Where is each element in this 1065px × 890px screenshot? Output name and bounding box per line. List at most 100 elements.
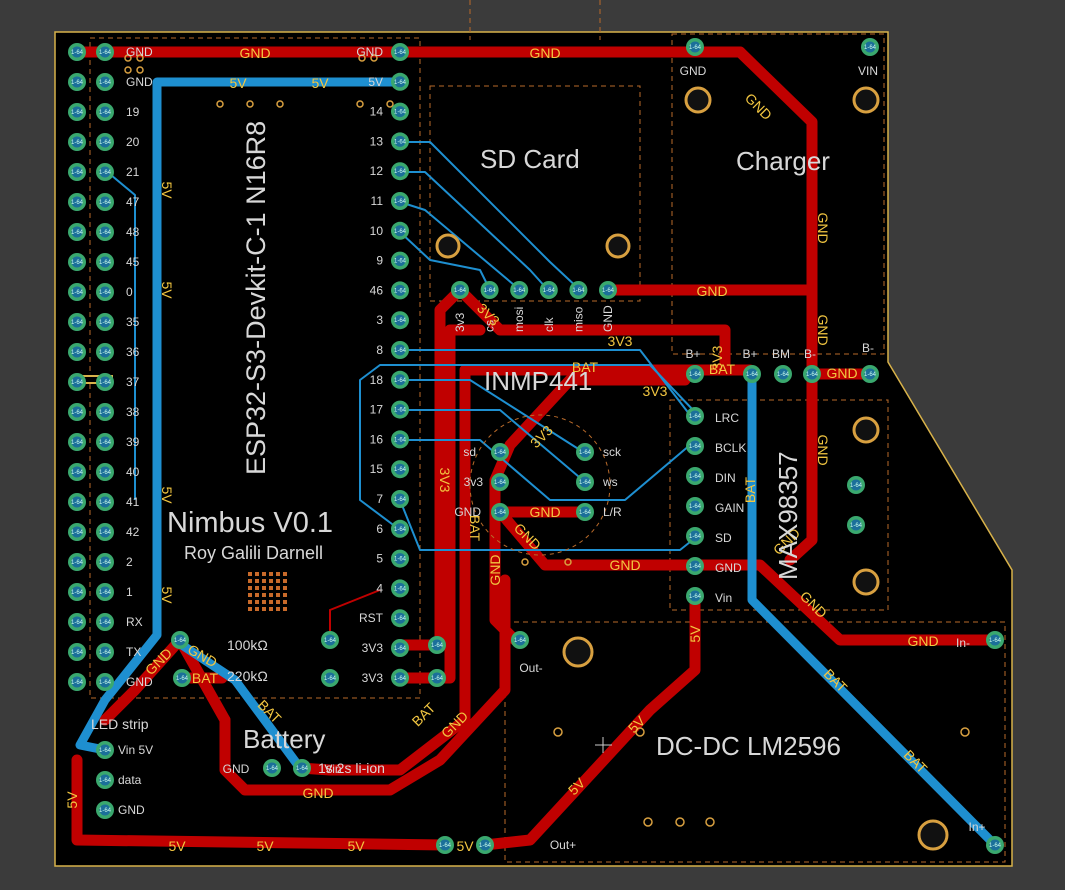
esp-left-pad-GND[interactable]: 1-64 (96, 43, 114, 61)
amp-pad-BCLK[interactable]: 1-64 (686, 437, 704, 455)
esp-right-pad-15[interactable]: 1-64 (391, 460, 409, 479)
esp-left-pad-outer[interactable]: 1-64 (68, 433, 86, 451)
esp-left-pad-outer[interactable]: 1-64 (68, 643, 86, 661)
r2-pad-b[interactable]: 1-64 (321, 669, 339, 687)
esp-left-pad-outer[interactable]: 1-64 (68, 613, 86, 631)
sd-pad-miso[interactable]: 1-64 (569, 281, 588, 299)
esp-left-pad-outer[interactable]: 1-64 (68, 133, 86, 151)
esp-left-pad-outer[interactable]: 1-64 (68, 223, 86, 241)
amp-extra-pad-2[interactable]: 1-64 (847, 516, 865, 534)
sd-pad-clk[interactable]: 1-64 (539, 281, 558, 299)
mic-pad-lr[interactable]: 1-64 (576, 503, 594, 521)
esp-left-pad-1[interactable]: 1-64 (96, 583, 114, 601)
charger-pad-gnd[interactable]: 1-64 (686, 38, 704, 56)
esp-left-pad-outer[interactable]: 1-64 (68, 253, 86, 271)
esp-left-pad-47[interactable]: 1-64 (96, 193, 114, 211)
esp-left-pad-41[interactable]: 1-64 (96, 493, 114, 511)
esp-left-pad-19[interactable]: 1-64 (96, 103, 114, 121)
esp-right-pad-4[interactable]: 1-64 (391, 579, 409, 598)
led-pad-0[interactable]: 1-64 (96, 741, 114, 759)
esp-left-pad-outer[interactable]: 1-64 (68, 343, 86, 361)
esp-right-pad-14[interactable]: 1-64 (391, 102, 409, 121)
dcdc-pad-in-plus[interactable]: 1-64 (986, 836, 1004, 854)
esp-left-pad-RX[interactable]: 1-64 (96, 613, 114, 631)
esp-right-pad-13[interactable]: 1-64 (391, 132, 409, 151)
amp-extra-pad-1[interactable]: 1-64 (847, 476, 865, 494)
esp-right-pad-12[interactable]: 1-64 (391, 162, 409, 181)
amp-pad-GAIN[interactable]: 1-64 (686, 497, 704, 515)
esp-right-pad-8[interactable]: 1-64 (391, 341, 409, 359)
esp-left-pad-outer[interactable]: 1-64 (68, 493, 86, 511)
sd-pad-cs[interactable]: 1-64 (480, 281, 499, 299)
sd-pad-GND[interactable]: 1-64 (599, 281, 617, 299)
r2-pad-a[interactable]: 1-64 (173, 669, 191, 687)
esp-left-pad-38[interactable]: 1-64 (96, 403, 114, 421)
esp-3v3-pad-a[interactable]: 1-64 (428, 636, 446, 654)
esp-left-pad-outer[interactable]: 1-64 (68, 523, 86, 541)
esp-left-pad-outer[interactable]: 1-64 (68, 583, 86, 601)
r1-pad-a[interactable]: 1-64 (171, 631, 189, 649)
esp-left-pad-outer[interactable]: 1-64 (68, 193, 86, 211)
esp-right-pad-GND[interactable]: 1-64 (391, 43, 409, 61)
esp-left-pad-outer[interactable]: 1-64 (68, 553, 86, 571)
sd-pad-3v3[interactable]: 1-64 (451, 281, 469, 299)
esp-left-pad-GND[interactable]: 1-64 (96, 673, 114, 691)
esp-left-pad-45[interactable]: 1-64 (96, 253, 114, 271)
esp-right-pad-RST[interactable]: 1-64 (391, 609, 409, 628)
charger-pad-0[interactable]: 1-64 (686, 365, 704, 383)
sd-pad-mosi[interactable]: 1-64 (510, 281, 529, 299)
mic-pad-sd[interactable]: 1-64 (491, 443, 509, 461)
esp-left-pad-GND[interactable]: 1-64 (96, 73, 114, 91)
esp-right-pad-7[interactable]: 1-64 (391, 490, 409, 508)
dcdc-pad-out-plus-b[interactable]: 1-64 (476, 836, 494, 854)
charger-pad-3[interactable]: 1-64 (803, 365, 821, 383)
esp-right-pad-6[interactable]: 1-64 (391, 519, 409, 538)
esp-right-pad-46[interactable]: 1-64 (391, 281, 409, 300)
esp-right-pad-10[interactable]: 1-64 (391, 221, 409, 240)
esp-left-pad-outer[interactable]: 1-64 (68, 43, 86, 61)
charger-pad-4[interactable]: 1-64 (861, 365, 879, 383)
battery-pad-vin[interactable]: 1-64 (293, 759, 311, 777)
esp-left-pad-35[interactable]: 1-64 (96, 313, 114, 331)
mic-pad-ws[interactable]: 1-64 (576, 473, 594, 491)
esp-left-pad-TX[interactable]: 1-64 (96, 643, 114, 661)
esp-left-pad-48[interactable]: 1-64 (96, 223, 114, 241)
amp-pad-Vin[interactable]: 1-64 (686, 587, 704, 605)
esp-left-pad-40[interactable]: 1-64 (96, 463, 114, 481)
esp-right-pad-3[interactable]: 1-64 (391, 311, 409, 330)
esp-left-pad-outer[interactable]: 1-64 (68, 163, 86, 181)
charger-pad-1[interactable]: 1-64 (743, 365, 761, 383)
esp-left-pad-outer[interactable]: 1-64 (68, 283, 86, 301)
esp-left-pad-37[interactable]: 1-64 (96, 373, 114, 391)
esp-left-pad-20[interactable]: 1-64 (96, 133, 114, 151)
esp-right-pad-11[interactable]: 1-64 (391, 192, 409, 210)
dcdc-pad-in-minus[interactable]: 1-64 (986, 631, 1004, 649)
esp-right-pad-16[interactable]: 1-64 (391, 430, 409, 449)
esp-left-pad-0[interactable]: 1-64 (96, 283, 114, 301)
esp-left-pad-outer[interactable]: 1-64 (68, 373, 86, 391)
led-pad-1[interactable]: 1-64 (96, 771, 114, 789)
esp-left-pad-outer[interactable]: 1-64 (68, 313, 86, 331)
esp-right-pad-5[interactable]: 1-64 (391, 549, 409, 568)
amp-pad-GND[interactable]: 1-64 (686, 557, 704, 575)
mic-pad-gnd[interactable]: 1-64 (491, 503, 509, 521)
esp-right-pad-17[interactable]: 1-64 (391, 400, 409, 419)
amp-pad-SD[interactable]: 1-64 (686, 527, 704, 545)
esp-right-pad-9[interactable]: 1-64 (391, 251, 409, 270)
charger-pad-2[interactable]: 1-64 (774, 365, 792, 383)
dcdc-pad-out-minus[interactable]: 1-64 (511, 631, 529, 649)
esp-right-pad-3V3[interactable]: 1-64 (391, 668, 409, 687)
esp-left-pad-outer[interactable]: 1-64 (68, 463, 86, 481)
mic-pad-3v3[interactable]: 1-64 (491, 473, 509, 491)
r1-pad-b[interactable]: 1-64 (321, 631, 339, 649)
esp-left-pad-2[interactable]: 1-64 (96, 553, 114, 571)
charger-pad-vin[interactable]: 1-64 (861, 38, 879, 56)
esp-left-pad-outer[interactable]: 1-64 (68, 73, 86, 91)
dcdc-pad-out-plus-a[interactable]: 1-64 (436, 836, 454, 854)
esp-left-pad-42[interactable]: 1-64 (96, 523, 114, 541)
esp-right-pad-3V3[interactable]: 1-64 (391, 639, 409, 657)
led-pad-2[interactable]: 1-64 (96, 801, 114, 819)
esp-left-pad-39[interactable]: 1-64 (96, 433, 114, 451)
esp-right-pad-5V[interactable]: 1-64 (391, 72, 409, 91)
